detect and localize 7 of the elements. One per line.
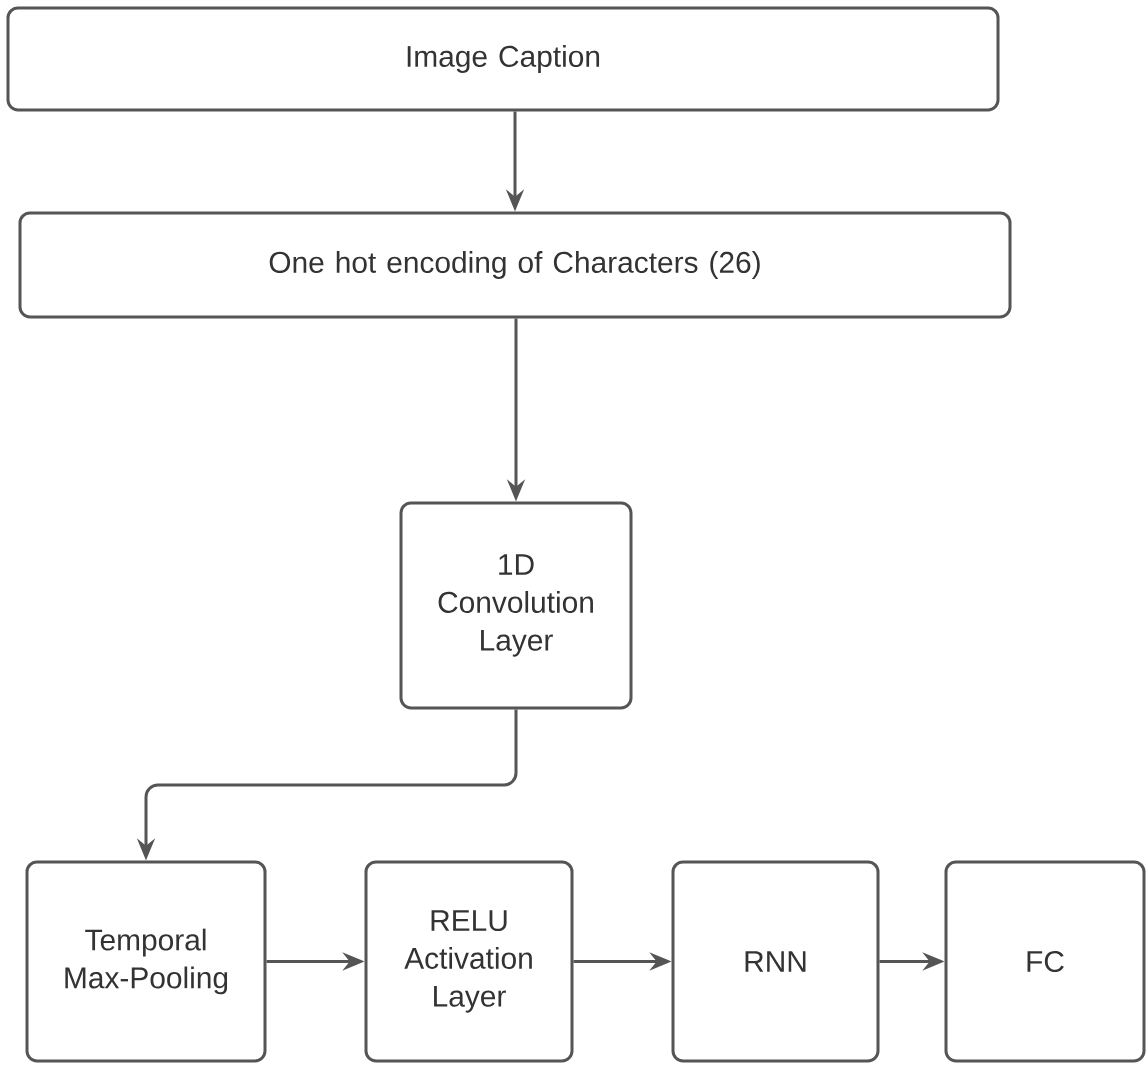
- process-box: Temporal Max-Pooling: [25, 860, 267, 1063]
- process-box: Image Caption: [6, 6, 1000, 112]
- process-box: One hot encoding of Characters (26): [18, 211, 1012, 319]
- process-box: 1D Convolution Layer: [399, 501, 633, 710]
- process-box: FC: [944, 860, 1146, 1063]
- process-box: RNN: [671, 860, 880, 1063]
- process-box: RELU Activation Layer: [364, 860, 574, 1063]
